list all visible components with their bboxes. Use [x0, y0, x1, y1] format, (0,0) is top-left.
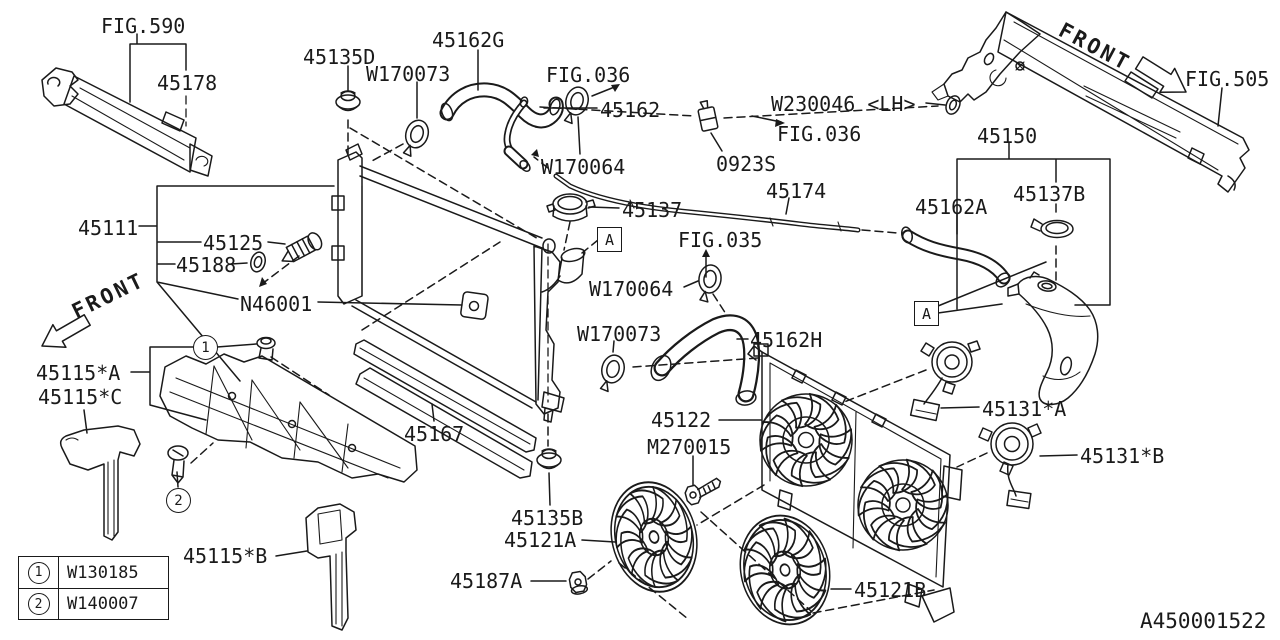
- callout-M270015: M270015: [647, 435, 732, 459]
- frame-rail-fig505: [997, 11, 1250, 193]
- circled-marker-1: 1: [193, 335, 218, 360]
- callout-45115B: 45115*B: [183, 544, 268, 568]
- callout-45135B: 45135B: [511, 506, 584, 530]
- clamp-0923S: [697, 100, 719, 132]
- callout-fig036-2: FIG.036: [777, 122, 862, 146]
- callout-45162G: 45162G: [432, 28, 505, 52]
- fan-blade-45121A: [594, 465, 714, 609]
- callout-45121A: 45121A: [504, 528, 577, 552]
- hose-clamp-W170073b-icon: [595, 351, 628, 395]
- callout-45174: 45174: [766, 179, 827, 203]
- callout-45188: 45188: [176, 253, 237, 277]
- drain-plug-45125: [281, 232, 323, 263]
- callout-45137B: 45137B: [1013, 182, 1086, 206]
- screw-pushpin-2: [167, 445, 189, 484]
- clip-pushpin-1: [256, 336, 276, 361]
- callout-N46001: N46001: [240, 292, 313, 316]
- hose-clamp-W170073-icon: [398, 116, 433, 161]
- legend-code-2: W140007: [67, 594, 139, 614]
- callout-45115C: 45115*C: [38, 385, 123, 409]
- legend-row-1: 1 W130185: [19, 557, 168, 588]
- reservoir-cap-45137B: [1030, 218, 1074, 239]
- callout-45121B: 45121B: [854, 578, 927, 602]
- diagram-part-code: A450001522: [1140, 609, 1267, 633]
- grommet-45135B-icon: [536, 448, 562, 470]
- fan-blade-45121B: [721, 496, 849, 640]
- callout-45167: 45167: [404, 422, 465, 446]
- callout-W170064-2: W170064: [589, 277, 674, 301]
- callout-45162H: 45162H: [750, 328, 823, 352]
- strut-tower-panel: [931, 11, 1041, 103]
- callout-W170073-top: W170073: [366, 62, 451, 86]
- reservoir-pipe-45174: [553, 173, 861, 233]
- lower-seal-strips: [353, 339, 537, 479]
- legend-code-1: W130185: [67, 562, 139, 583]
- drain-nut-45187A: [568, 570, 589, 595]
- callout-fig035: FIG.035: [678, 228, 763, 252]
- upper-radiator-hose-45162G: [439, 82, 564, 129]
- callout-fig590: FIG.590: [101, 14, 186, 38]
- radiator-cap: [546, 193, 596, 222]
- callout-fig036-1: FIG.036: [546, 63, 631, 87]
- hose-clamp-fig036-icon: [559, 83, 592, 127]
- callout-45162: 45162: [600, 98, 661, 122]
- callout-45122: 45122: [651, 408, 712, 432]
- section-marker-a-left: A: [597, 227, 622, 252]
- legend-key-2: 2: [27, 593, 50, 615]
- assembly-dashed-lines: [190, 105, 1057, 620]
- oring-45188: [250, 251, 266, 273]
- callout-45187A: 45187A: [450, 569, 523, 593]
- callout-W170064-1: W170064: [541, 155, 626, 179]
- callout-45131A: 45131*A: [982, 397, 1067, 421]
- callout-45150: 45150: [977, 124, 1038, 148]
- callout-W170073-2: W170073: [577, 322, 662, 346]
- callout-45162A: 45162A: [915, 195, 988, 219]
- callout-45137: 45137: [622, 198, 683, 222]
- section-marker-a-right: A: [914, 301, 939, 326]
- fastener-legend-table: 1 W130185 2 W140007: [18, 556, 169, 620]
- reservoir-tank: [1007, 271, 1099, 406]
- callout-45178: 45178: [157, 71, 218, 95]
- callout-45135D: 45135D: [303, 45, 376, 69]
- deflector-45115B: [305, 503, 357, 631]
- callout-45125: 45125: [203, 231, 264, 255]
- reservoir-hose-45162A: [900, 226, 1011, 288]
- callout-W230046: W230046 <LH>: [771, 92, 916, 116]
- legend-row-2: 2 W140007: [19, 588, 168, 619]
- leader-lines: [83, 49, 1223, 590]
- fan-motor-45131B: [978, 422, 1042, 510]
- front-panel-upper-bracket: [41, 67, 213, 177]
- fan-motor-45131A: [909, 340, 981, 422]
- callout-45111: 45111: [78, 216, 139, 240]
- deflector-45115C: [59, 425, 141, 541]
- front-arrow-left: [41, 314, 91, 349]
- radiator: [331, 143, 586, 423]
- bolt-M270015: [684, 477, 722, 506]
- overflow-hose-45162: [503, 96, 531, 173]
- grommet-W230046: [945, 95, 961, 115]
- legend-key-1: 1: [27, 561, 50, 584]
- circled-marker-2: 2: [166, 488, 191, 513]
- hose-clamp-W170064-icon: [695, 262, 724, 305]
- callout-fig505: FIG.505: [1185, 67, 1270, 91]
- callout-0923S: 0923S: [716, 152, 777, 176]
- grommet-45135D-icon: [335, 90, 361, 112]
- deflector-45115A: [159, 353, 418, 483]
- callout-45115A: 45115*A: [36, 361, 121, 385]
- fan-shroud-45122: [740, 343, 968, 623]
- front-arrow-right: [1124, 56, 1187, 99]
- callout-45131B: 45131*B: [1080, 444, 1165, 468]
